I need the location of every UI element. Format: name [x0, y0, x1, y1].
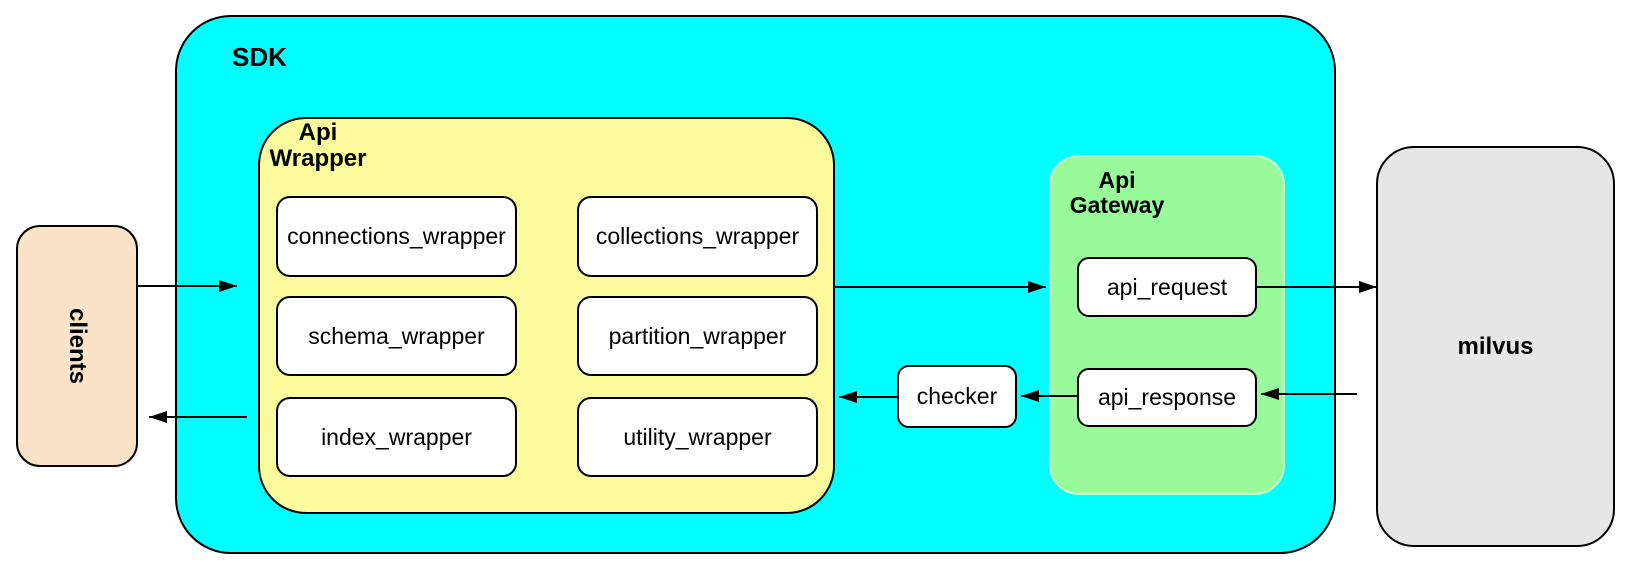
- api-gateway-container: [1049, 155, 1285, 495]
- collections-wrapper-box: collections_wrapper: [577, 196, 818, 277]
- api-gateway-label: Api Gateway: [1047, 168, 1187, 218]
- api-response-label: api_response: [1097, 384, 1237, 410]
- api-gateway-label-line2: Gateway: [1069, 192, 1165, 218]
- clients-node: [16, 225, 138, 467]
- api-wrapper-label: Api Wrapper: [248, 120, 388, 172]
- partition-wrapper-box: partition_wrapper: [577, 296, 818, 376]
- utility-wrapper-label: utility_wrapper: [623, 423, 772, 450]
- collections-wrapper-label: collections_wrapper: [595, 223, 800, 249]
- milvus-label-text: milvus: [1457, 332, 1534, 360]
- connections-wrapper-box: connections_wrapper: [276, 196, 517, 277]
- utility-wrapper-box: utility_wrapper: [577, 397, 818, 477]
- api-wrapper-label-line2: Wrapper: [269, 145, 367, 172]
- api-request-label: api_request: [1106, 273, 1228, 300]
- clients-label-text: clients: [64, 307, 91, 385]
- connections-wrapper-label: connections_wrapper: [287, 223, 506, 249]
- milvus-label: milvus: [1376, 146, 1615, 547]
- schema-wrapper-box: schema_wrapper: [276, 296, 517, 376]
- clients-label: clients: [16, 225, 138, 467]
- milvus-node: [1376, 146, 1615, 547]
- checker-box: checker: [897, 365, 1017, 428]
- index-wrapper-label: index_wrapper: [321, 423, 472, 450]
- api-wrapper-label-line1: Api: [298, 119, 338, 146]
- sdk-label: SDK: [232, 42, 287, 72]
- api-request-box: api_request: [1077, 257, 1257, 317]
- schema-wrapper-label: schema_wrapper: [308, 322, 485, 349]
- api-gateway-label-line1: Api: [1098, 167, 1136, 193]
- checker-label: checker: [916, 383, 998, 409]
- index-wrapper-box: index_wrapper: [276, 397, 517, 477]
- api-response-box: api_response: [1077, 368, 1257, 427]
- partition-wrapper-label: partition_wrapper: [608, 322, 787, 349]
